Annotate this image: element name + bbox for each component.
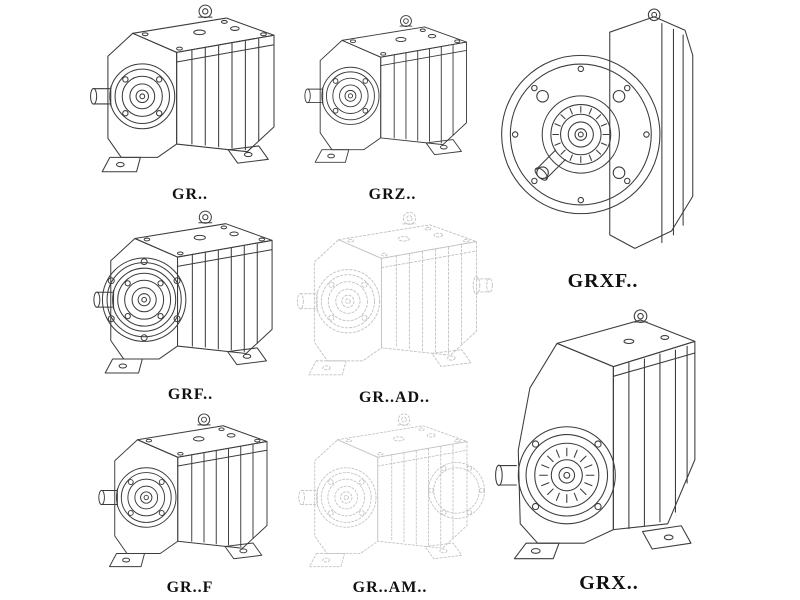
grz-gearbox-drawing (300, 0, 485, 185)
label-grf: GRF.. (167, 386, 214, 403)
label-gr: GR.. (172, 186, 208, 203)
figure-grf: GRF.. (88, 207, 293, 407)
figure-gr: GR.. (85, 0, 295, 207)
grxf-gearbox-drawing (492, 0, 714, 269)
figure-grx: GRX.. (495, 300, 723, 598)
figure-gr-am: GR..AM.. (290, 410, 490, 600)
figure-grxf: GRXF.. (492, 0, 714, 296)
gr-am-gearbox-drawing (290, 410, 490, 578)
label-gr-f: GR..F (166, 579, 214, 596)
gr-f-gearbox-drawing (85, 410, 295, 578)
figure-grz: GRZ.. (300, 0, 485, 207)
grx-gearbox-drawing (495, 300, 723, 571)
label-grxf: GRXF.. (567, 270, 639, 292)
grf-gearbox-drawing (88, 207, 293, 385)
label-gr-ad: GR..AD.. (358, 389, 431, 406)
figure-gr-ad: GR..AD.. (292, 207, 497, 410)
figure-gr-f: GR..F (85, 410, 295, 600)
label-grz: GRZ.. (368, 186, 417, 203)
gr-ad-gearbox-drawing (292, 207, 497, 388)
gr-gearbox-drawing (85, 0, 295, 185)
label-grx: GRX.. (579, 572, 639, 594)
label-gr-am: GR..AM.. (352, 579, 428, 596)
